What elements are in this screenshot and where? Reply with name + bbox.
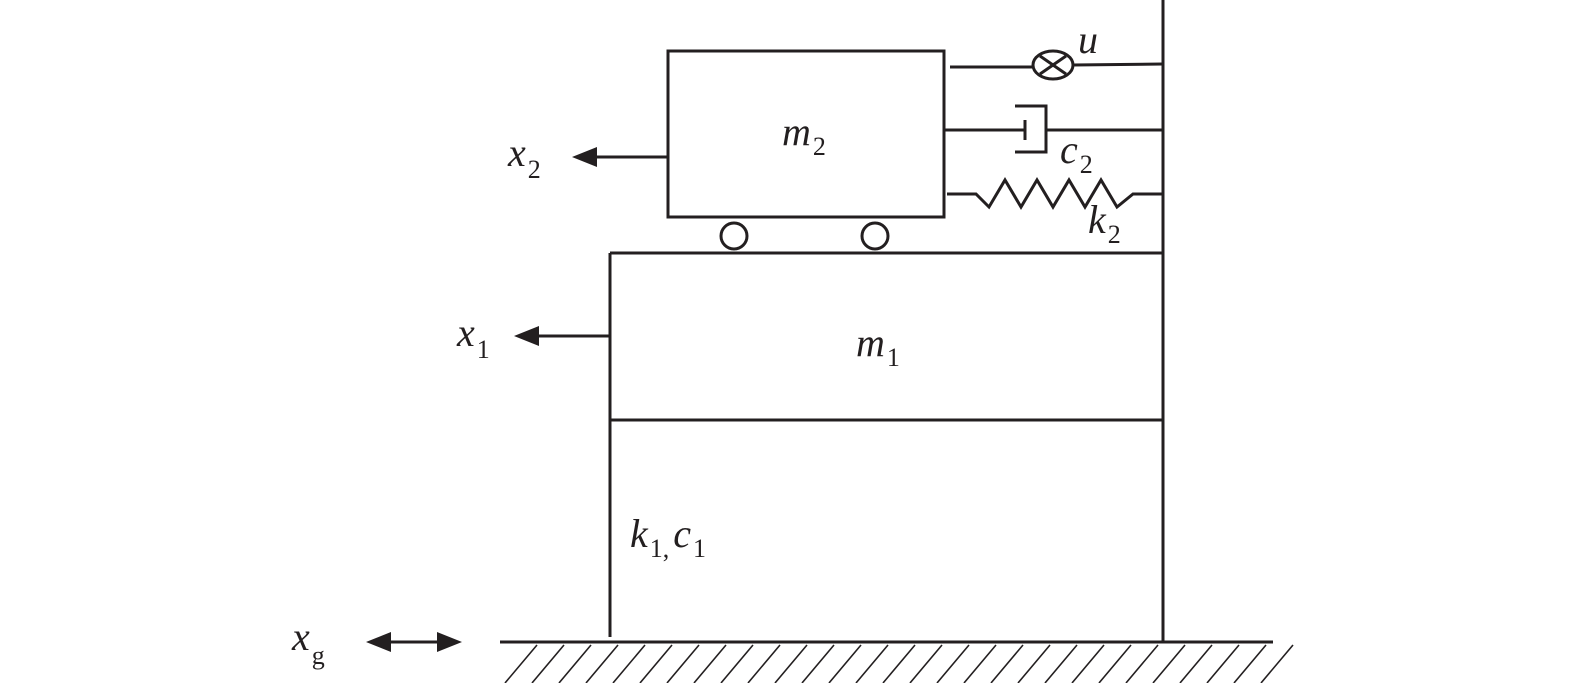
- hatch-line: [909, 644, 943, 683]
- label-x2: x2: [507, 130, 541, 184]
- x1-arrowhead: [514, 326, 539, 346]
- label-m1: m1: [856, 320, 900, 372]
- hatch-line: [666, 644, 700, 683]
- label-m2: m2: [782, 109, 826, 161]
- hatch-line: [1233, 644, 1267, 683]
- hatch-line: [1017, 644, 1051, 683]
- hatch-line: [1179, 644, 1213, 683]
- label-k2: k2: [1088, 197, 1121, 249]
- hatch-line: [558, 644, 592, 683]
- label-k1-c1: k1,c1: [630, 511, 706, 563]
- hatch-line: [1125, 644, 1159, 683]
- label-u: u: [1078, 17, 1098, 62]
- hatch-line: [1071, 644, 1105, 683]
- hatch-line: [720, 644, 754, 683]
- hatch-line: [801, 644, 835, 683]
- hatch-line: [963, 644, 997, 683]
- lower-structure: [608, 251, 1163, 637]
- x2-arrow: [572, 147, 668, 167]
- hatch-line: [612, 644, 646, 683]
- m2-roller-left: [719, 221, 749, 251]
- hatch-line: [531, 644, 565, 683]
- ground-hatching: [504, 644, 1294, 683]
- hatch-line: [504, 644, 538, 683]
- hatch-line: [855, 644, 889, 683]
- label-xg: xg: [291, 614, 325, 670]
- hatch-line: [1206, 644, 1240, 683]
- hatch-line: [1152, 644, 1186, 683]
- x2-arrowhead: [572, 147, 597, 167]
- hatch-line: [990, 644, 1024, 683]
- hatch-line: [585, 644, 619, 683]
- xg-arrowhead-left: [366, 632, 391, 652]
- hatch-line: [828, 644, 862, 683]
- xg-arrowhead-right: [437, 632, 462, 652]
- spring-k2: [947, 177, 1163, 210]
- hatch-line: [747, 644, 781, 683]
- hatch-line: [936, 644, 970, 683]
- xg-double-arrow: [366, 632, 462, 652]
- hatch-line: [1098, 644, 1132, 683]
- hatch-line: [639, 644, 673, 683]
- hatch-line: [774, 644, 808, 683]
- ground: [500, 640, 1294, 683]
- hatch-line: [1044, 644, 1078, 683]
- hatch-line: [882, 644, 916, 683]
- actuator-link-right: [1072, 62, 1164, 67]
- actuator-u: [950, 49, 1164, 81]
- damper-c2: [944, 104, 1163, 154]
- x1-arrow: [514, 326, 610, 346]
- mass-m2-block: [666, 49, 946, 219]
- hatch-line: [693, 644, 727, 683]
- label-c2: c2: [1060, 127, 1093, 179]
- label-x1: x1: [456, 310, 490, 364]
- m2-roller-right: [860, 221, 890, 251]
- spring-zigzag: [947, 177, 1163, 210]
- hatch-line: [1260, 644, 1294, 683]
